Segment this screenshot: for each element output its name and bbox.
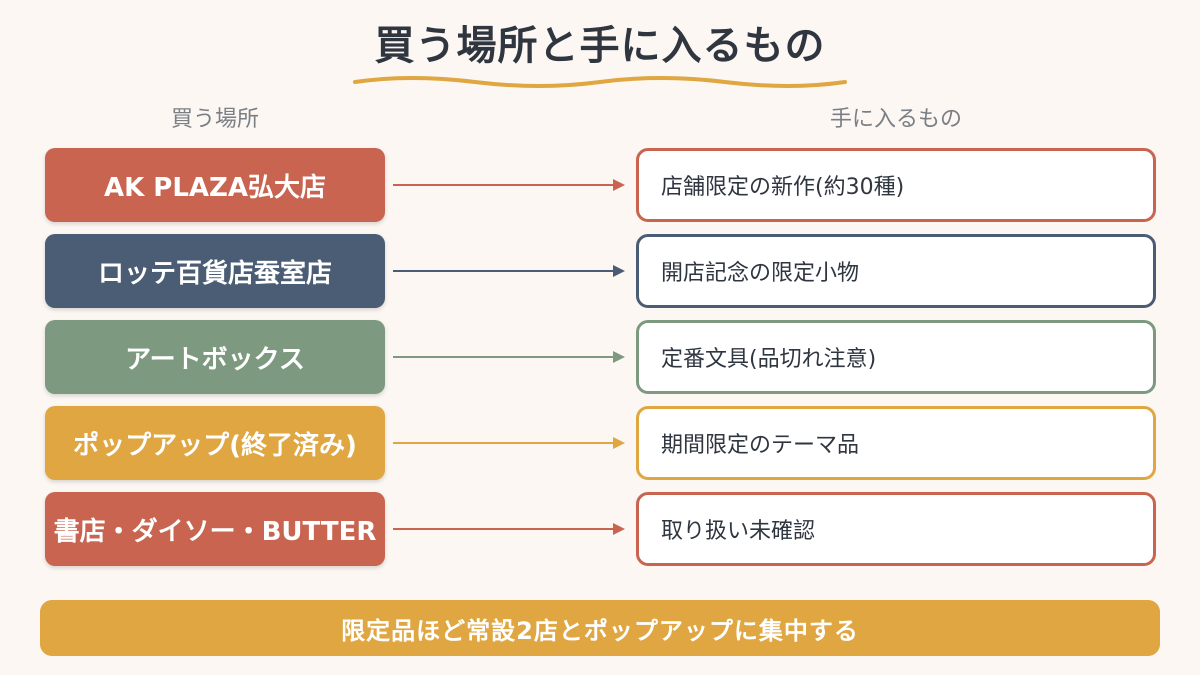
item-box: 期間限定のテーマ品 (636, 406, 1156, 480)
mapping-row: AK PLAZA弘大店 店舗限定の新作(約30種) (0, 148, 1200, 222)
arrow (393, 179, 625, 191)
column-header-place: 買う場所 (170, 107, 259, 132)
item-box: 定番文具(品切れ注意) (636, 320, 1156, 394)
title-underline (353, 76, 847, 88)
arrow-head (613, 437, 625, 449)
mapping-row: ポップアップ(終了済み) 期間限定のテーマ品 (0, 406, 1200, 480)
title-area: 買う場所と手に入るもの (0, 18, 1200, 74)
mapping-row: アートボックス 定番文具(品切れ注意) (0, 320, 1200, 394)
arrow (393, 437, 625, 449)
place-box: ポップアップ(終了済み) (45, 406, 385, 480)
arrow-head (613, 265, 625, 277)
page-title: 買う場所と手に入るもの (374, 23, 826, 69)
mapping-row: 書店・ダイソー・BUTTER 取り扱い未確認 (0, 492, 1200, 566)
item-box: 開店記念の限定小物 (636, 234, 1156, 308)
mapping-row: ロッテ百貨店蚕室店 開店記念の限定小物 (0, 234, 1200, 308)
summary-banner: 限定品ほど常設2店とポップアップに集中する (40, 600, 1160, 656)
place-box: ロッテ百貨店蚕室店 (45, 234, 385, 308)
item-box: 取り扱い未確認 (636, 492, 1156, 566)
arrow (393, 523, 625, 535)
item-box: 店舗限定の新作(約30種) (636, 148, 1156, 222)
place-box: AK PLAZA弘大店 (45, 148, 385, 222)
arrow (393, 265, 625, 277)
arrow-head (613, 179, 625, 191)
arrow-head (613, 351, 625, 363)
place-box: アートボックス (45, 320, 385, 394)
arrow-head (613, 523, 625, 535)
arrow (393, 351, 625, 363)
place-box: 書店・ダイソー・BUTTER (45, 492, 385, 566)
column-header-item: 手に入るもの (829, 107, 962, 132)
